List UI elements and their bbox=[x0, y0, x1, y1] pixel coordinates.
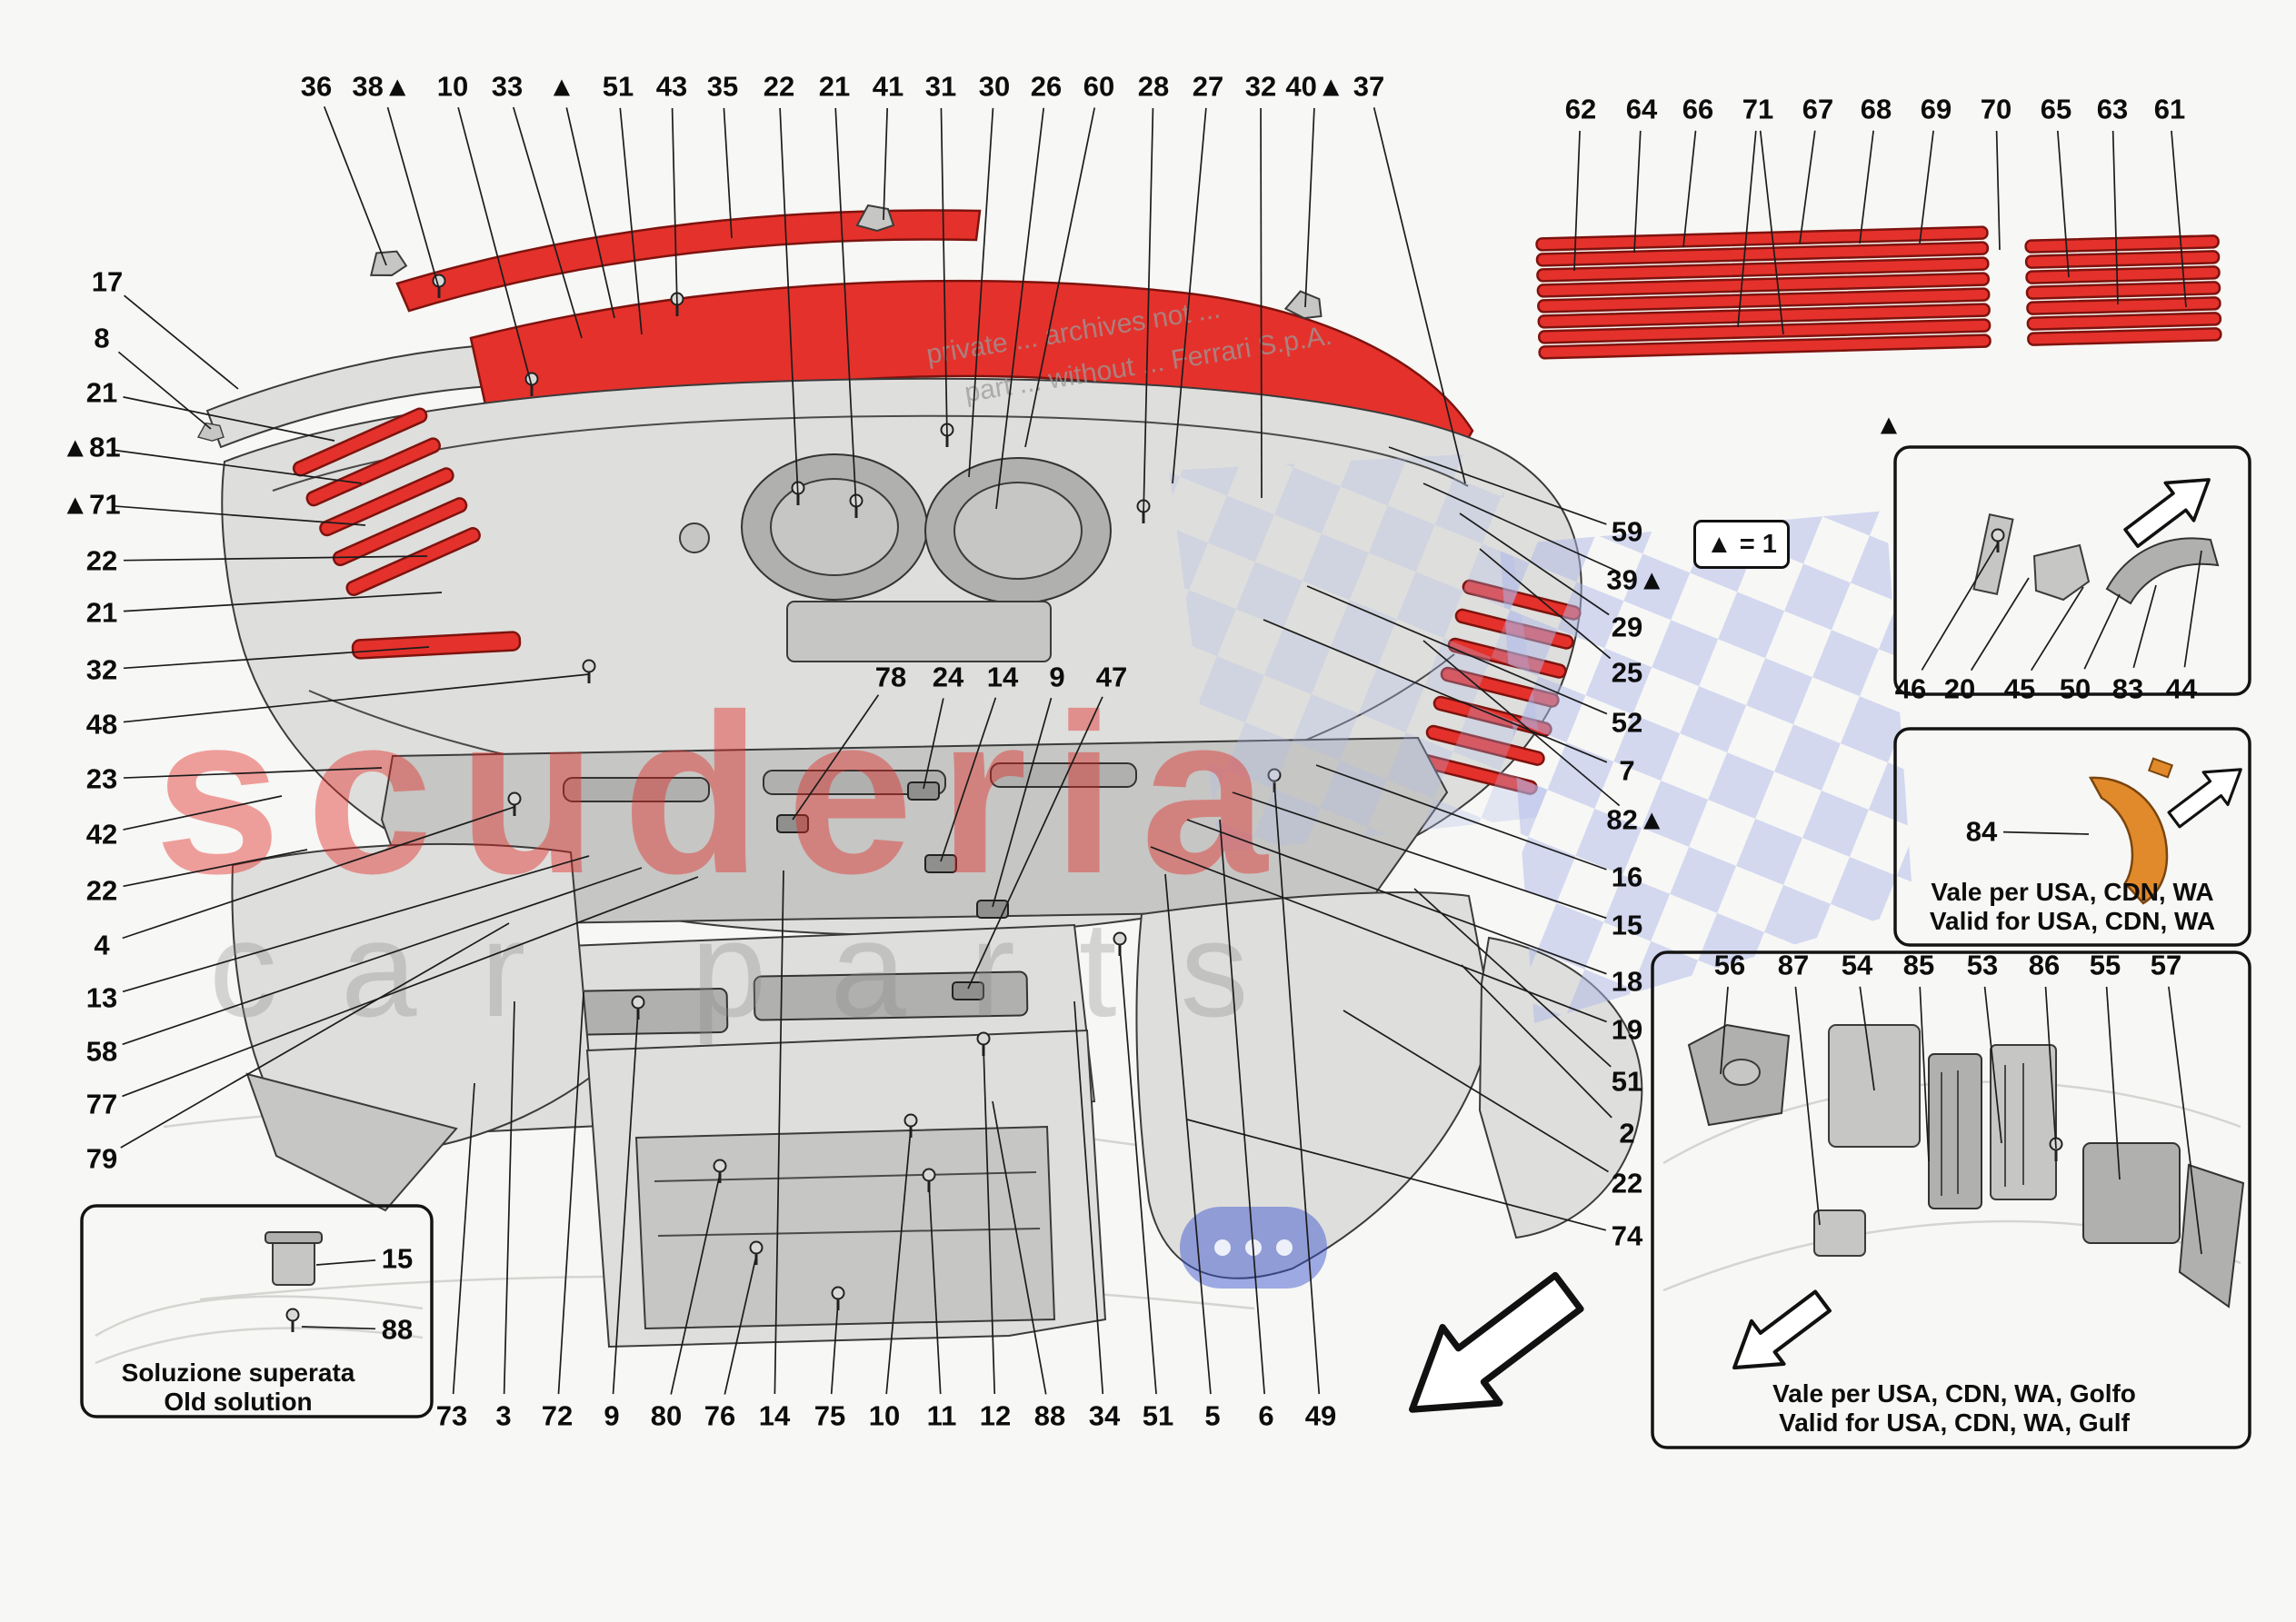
red-spoiler-trim bbox=[395, 209, 982, 313]
watermark-layer: scuderia car parts private ... archives … bbox=[155, 294, 1913, 1289]
inset-box-hinge bbox=[1893, 445, 2251, 696]
plate-recess bbox=[786, 601, 1052, 662]
inset-box-gulf bbox=[1651, 950, 2251, 1449]
gulf-caption-en: Valid for USA, CDN, WA, Gulf bbox=[1779, 1408, 2130, 1437]
old-solution-caption-en: Old solution bbox=[164, 1388, 313, 1416]
direction-arrow bbox=[1383, 1254, 1596, 1448]
usa-caption-it: Vale per USA, CDN, WA bbox=[1931, 878, 2214, 906]
gulf-caption-it: Vale per USA, CDN, WA, Golfo bbox=[1772, 1379, 2136, 1408]
red-strip-lower-left bbox=[351, 631, 522, 660]
legend-triangle-equals-one: ▲ = 1 bbox=[1693, 520, 1790, 569]
left-flap bbox=[245, 1072, 458, 1212]
watermark-brand-sub: car parts bbox=[209, 892, 1313, 1045]
grille-assembly bbox=[1535, 225, 2222, 360]
red-grille-left bbox=[292, 407, 481, 597]
inset-box-usa bbox=[1893, 727, 2251, 947]
right-diffuser bbox=[1135, 891, 1494, 1279]
leader-lines bbox=[112, 106, 2202, 1395]
watermark-brand: scuderia bbox=[155, 667, 1293, 920]
inset-graphics bbox=[80, 445, 2255, 1449]
left-liner bbox=[231, 842, 593, 1156]
tow-hook-ring bbox=[679, 522, 710, 553]
usa-caption-en: Valid for USA, CDN, WA bbox=[1929, 907, 2216, 935]
inset-box-old bbox=[80, 1204, 434, 1418]
orange-trim-part bbox=[2088, 776, 2169, 905]
old-solution-caption-it: Soluzione superata bbox=[121, 1358, 355, 1387]
